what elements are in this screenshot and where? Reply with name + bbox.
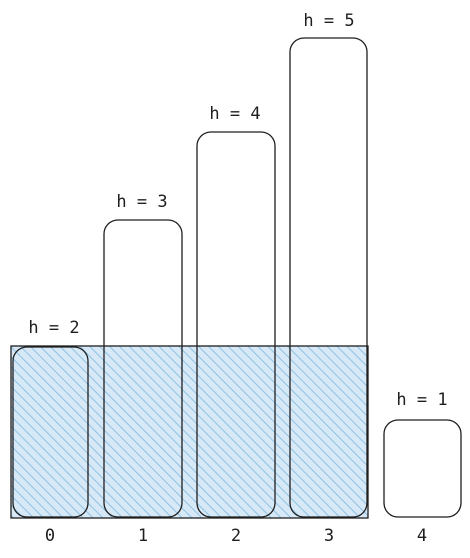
index-label-1: 1 (138, 526, 148, 546)
height-label-2: h = 4 (209, 104, 260, 124)
index-label-0: 0 (45, 526, 55, 546)
bar-4 (383, 419, 462, 518)
bar-3 (289, 37, 368, 518)
water-frame (10, 345, 369, 519)
bar-1 (103, 219, 183, 518)
bar-2 (196, 131, 276, 518)
height-label-0: h = 2 (28, 318, 79, 338)
index-label-3: 3 (324, 526, 334, 546)
index-label-4: 4 (417, 526, 427, 546)
height-label-3: h = 5 (303, 11, 354, 31)
water-area (11, 346, 368, 518)
height-label-1: h = 3 (116, 192, 167, 212)
bar-0 (12, 346, 89, 518)
index-label-2: 2 (231, 526, 241, 546)
height-label-4: h = 1 (396, 390, 447, 410)
